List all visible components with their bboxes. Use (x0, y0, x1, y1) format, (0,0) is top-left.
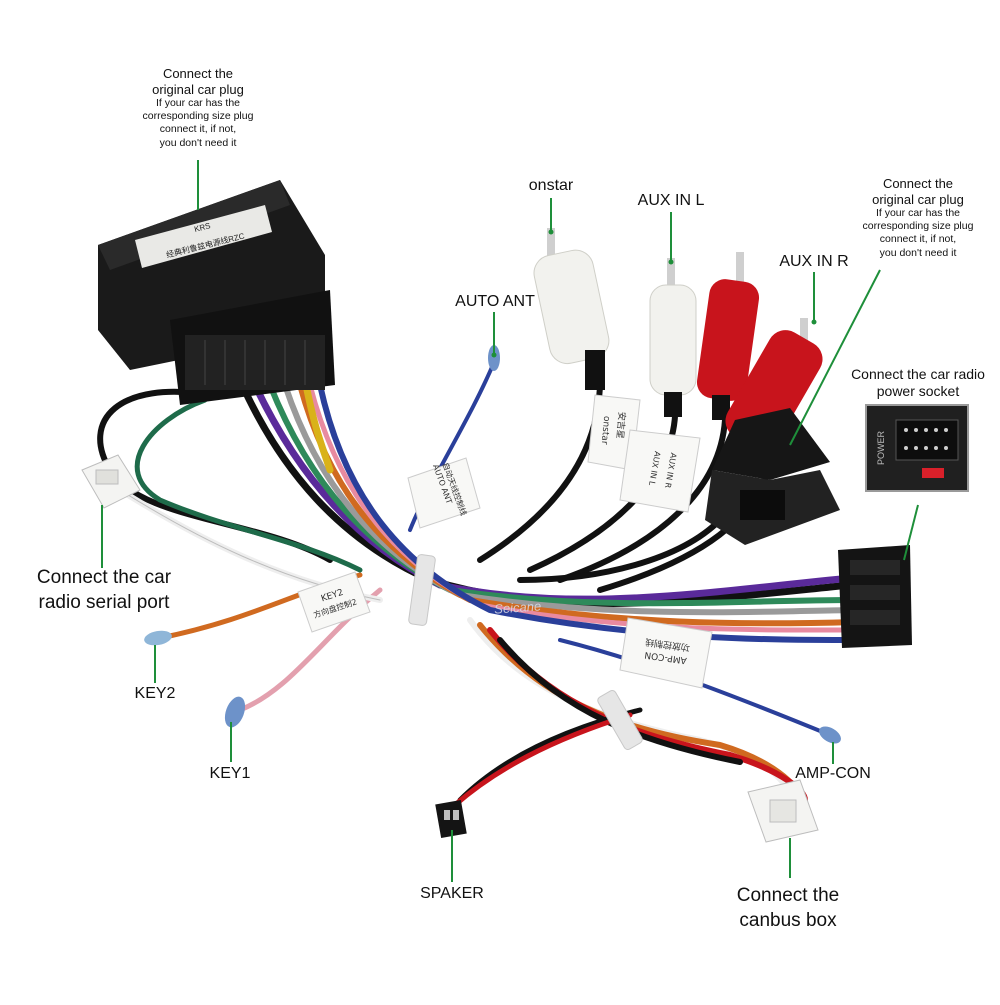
label-right-original-plug: Connect the original car plug If your ca… (838, 176, 998, 260)
amp-con-wire-end (819, 726, 841, 744)
tag-onstar-line2: onstar (599, 415, 611, 445)
top-plug-title: Connect the original car plug (152, 66, 244, 97)
label-aux-in-l: AUX IN L (637, 192, 705, 209)
label-top-original-plug: Connect the original car plug If your ca… (118, 66, 278, 150)
label-spaker: SPAKER (420, 885, 484, 902)
label-serial-port: Connect the car radio serial port (36, 567, 172, 613)
leader-dots (491, 229, 817, 358)
rca-onstar (533, 228, 610, 390)
label-key2: KEY2 (134, 685, 176, 702)
label-canbus: Connect the canbus box (736, 885, 840, 931)
key1-wire-end (224, 696, 246, 728)
right-plug-title: Connect the original car plug (872, 176, 964, 207)
cable-tie (408, 554, 436, 626)
leader-lines (101, 160, 919, 882)
power-panel-text: POWER (876, 431, 886, 466)
label-amp-con: AMP-CON (795, 765, 871, 782)
top-plug-note: If your car has the corresponding size p… (142, 97, 254, 149)
main-power-plug (838, 545, 912, 648)
box-label-line1: KRS (193, 221, 211, 234)
right-plug-note: If your car has the corresponding size p… (862, 207, 974, 259)
label-aux-in-r: AUX IN R (779, 253, 849, 270)
cable-tie (597, 689, 643, 751)
label-auto-ant: AUTO ANT (455, 293, 535, 310)
tag-aux: AUX IN R AUX IN L (619, 429, 701, 513)
label-power-socket: Connect the car radio power socket (851, 366, 985, 399)
tag-onstar-line1: 安吉星 (614, 411, 628, 439)
rca-aux-l-red (696, 252, 760, 420)
watermark: Seicane (494, 598, 542, 616)
speaker-plug (435, 800, 467, 838)
tag-key2: KEY2 方向盘控制2 (297, 571, 371, 633)
power-socket-inset: POWER (865, 404, 969, 492)
label-onstar: onstar (528, 177, 574, 194)
tag-amp-con: AMP-CON 功放控制线 (619, 617, 713, 689)
auto-ant-wire-end (488, 345, 500, 371)
label-key1: KEY1 (209, 765, 251, 782)
top-connector-box: KRS 经典利鲁兹电源线RZC (98, 180, 335, 405)
tag-auto-ant: AUTO ANT 自动天线控制线 (407, 457, 481, 529)
rca-aux-l-white (649, 258, 697, 417)
canbus-plug (747, 779, 819, 843)
serial-port-plug (81, 454, 141, 509)
key2-wire-end (144, 630, 172, 646)
